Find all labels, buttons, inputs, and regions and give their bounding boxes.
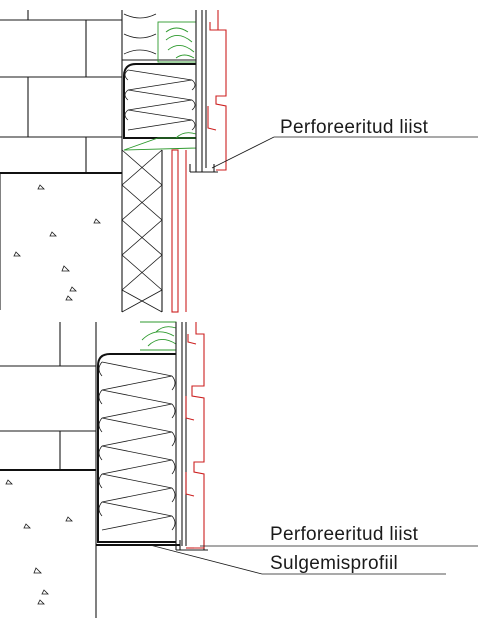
top-timber-block [123,21,197,151]
top-soil-hatching [13,184,101,301]
top-ground [0,172,122,310]
bottom-callouts: Perforeeritud liist Sulgemisprofiil [149,524,478,575]
top-callout: Perforeeritud liist [211,117,478,169]
bottom-callout-label-2: Sulgemisprofiil [270,553,398,574]
top-detail: Perforeeritud liist [0,10,478,313]
bottom-insulation [97,353,176,543]
bottom-detail: Perforeeritud liist Sulgemisprofiil [0,321,478,618]
top-callout-label: Perforeeritud liist [280,117,429,138]
top-upper-insulation [123,13,157,55]
top-cladding [171,10,227,313]
top-insulation [122,59,196,139]
bottom-cladding [185,322,205,549]
top-battens [189,10,218,173]
bottom-timber-block [140,321,177,351]
bottom-callout-label-1: Perforeeritud liist [270,524,419,545]
bottom-ground [0,469,180,618]
top-plinth-insulation [121,149,163,313]
bottom-masonry-wall [0,322,97,470]
bottom-soil-hatching [5,479,73,605]
bottom-battens [175,322,208,551]
top-masonry-wall [0,10,123,173]
